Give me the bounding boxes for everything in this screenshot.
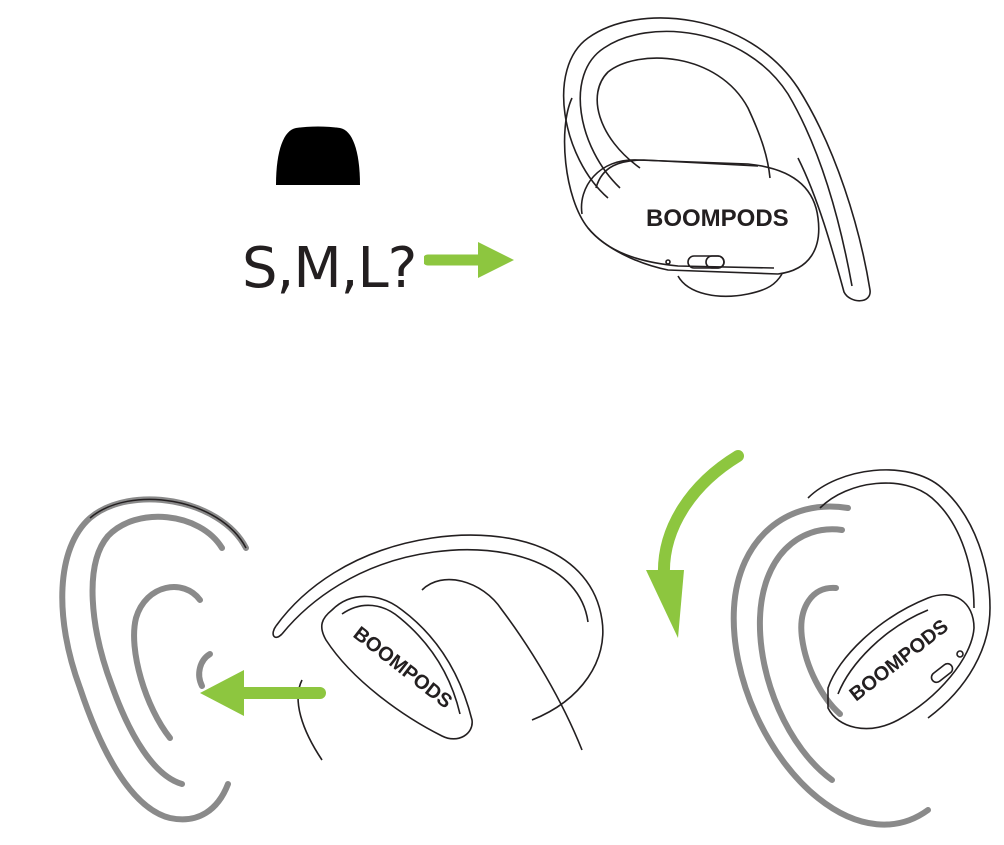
ear-tip-icon (276, 126, 360, 185)
ear-icon: BOOMPODS (730, 469, 991, 828)
earbud-icon: BOOMPODS (272, 534, 604, 761)
arrow-icon (200, 670, 326, 716)
ear-icon (59, 496, 249, 823)
earbud-icon: BOOMPODS (562, 17, 871, 302)
arrow-icon (646, 450, 744, 638)
brand-logo: BOOMPODS (646, 205, 789, 232)
size-options-label: S,M,L? (242, 236, 417, 301)
brand-logo: BOOMPODS (349, 623, 456, 714)
arrow-icon (424, 242, 514, 278)
